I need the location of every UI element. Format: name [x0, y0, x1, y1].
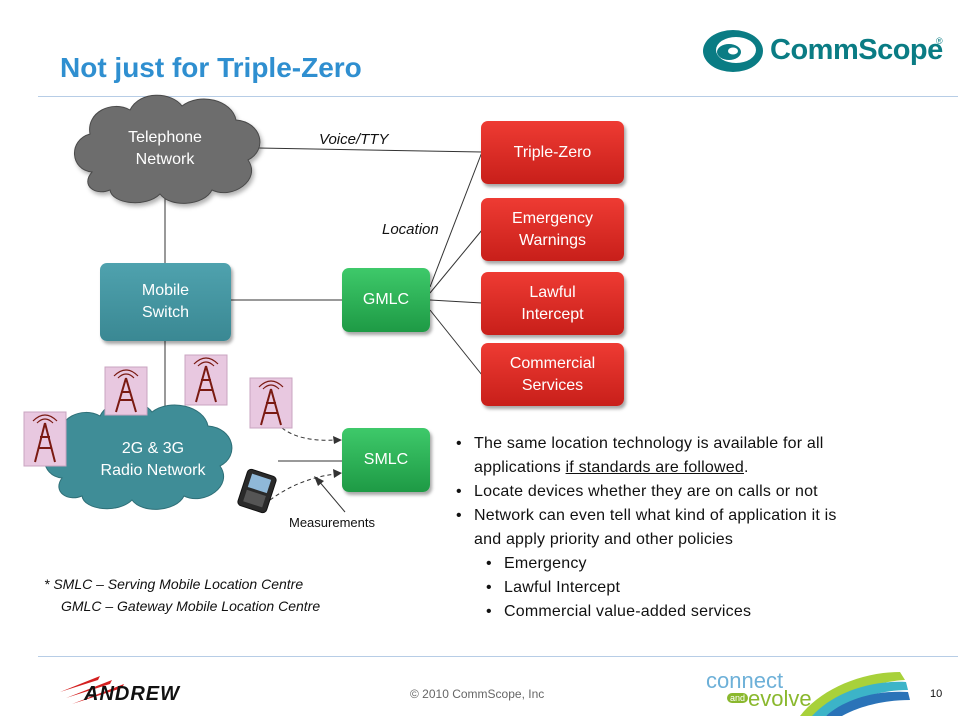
mobile-switch-node: Mobile Switch	[100, 263, 231, 341]
cell-tower-icon	[184, 354, 228, 406]
sub-bullet-item: •Commercial value-added services	[486, 603, 752, 620]
bullet-item-continuation: applications if standards are followed.	[474, 456, 954, 480]
smlc-node: SMLC	[342, 428, 430, 492]
gmlc-label: GMLC	[362, 291, 410, 308]
emergency-warnings-node: Emergency Warnings	[481, 198, 624, 261]
voice-tty-label: Voice/TTY	[319, 131, 389, 148]
gmlc-emergency-line	[429, 229, 483, 294]
connect-text: connect	[706, 668, 784, 693]
sub-bullet-text: Lawful Intercept	[504, 579, 621, 596]
footer-divider	[38, 656, 958, 657]
emergency-warnings-label: Emergency Warnings	[512, 209, 593, 249]
commercial-services-node: Commercial Services	[481, 343, 624, 406]
gmlc-node: GMLC	[342, 268, 430, 332]
bullet-text: .	[743, 459, 749, 476]
bullet-text: Network can even tell what kind of appli…	[474, 507, 837, 524]
mobile-phone-icon	[237, 468, 277, 514]
measurements-label: Measurements	[289, 515, 375, 530]
footnote-line: GMLC – Gateway Mobile Location Centre	[61, 598, 321, 614]
commscope-logo: CommScope ®	[700, 26, 945, 76]
triple-zero-label: Triple-Zero	[513, 143, 592, 161]
commscope-wordmark: CommScope	[770, 34, 943, 66]
commercial-services-label: Commercial Services	[509, 354, 596, 394]
evolve-text: evolve	[748, 686, 812, 711]
bullet-item: •Network can even tell what kind of appl…	[456, 507, 837, 524]
lawful-intercept-label: Lawful Intercept	[521, 283, 584, 323]
andrew-wordmark: ANDREW	[84, 683, 180, 705]
bullet-text: applications	[474, 459, 566, 476]
radio-network-cloud	[44, 400, 233, 510]
andrew-logo-mark	[60, 676, 124, 704]
copyright-text: © 2010 CommScope, Inc	[410, 687, 545, 701]
footnote: * SMLC – Serving Mobile Location Centre …	[44, 573, 320, 617]
tower-smlc-dashed-arrow	[281, 427, 337, 441]
triple-zero-node: Triple-Zero	[481, 121, 624, 184]
cell-tower-icon	[104, 366, 148, 416]
gmlc-triple-line	[429, 151, 483, 288]
and-text: and	[727, 693, 749, 703]
bullet-text: The same location technology is availabl…	[474, 435, 824, 452]
page-number: 10	[930, 688, 943, 700]
sub-bullet-text: Commercial value-added services	[504, 603, 752, 620]
footnote-line: * SMLC – Serving Mobile Location Centre	[44, 576, 304, 592]
gmlc-commercial-line	[429, 309, 483, 376]
bullet-item: •Locate devices whether they are on call…	[456, 483, 818, 500]
voice-line	[257, 147, 483, 153]
smlc-label: SMLC	[363, 451, 409, 468]
bullet-list: •The same location technology is availab…	[456, 432, 954, 624]
bullet-text: Locate devices whether they are on calls…	[474, 483, 818, 500]
connect-evolve-graphic	[800, 672, 910, 716]
cell-tower-icon	[249, 377, 293, 429]
commscope-swirl-icon	[703, 30, 763, 72]
cell-tower-icon	[23, 411, 67, 467]
registered-mark: ®	[936, 36, 943, 46]
measurements-arrow	[317, 479, 346, 513]
sub-bullet-text: Emergency	[504, 555, 587, 572]
mobile-switch-label: Mobile Switch	[141, 282, 190, 321]
page-title: Not just for Triple-Zero	[60, 52, 362, 83]
location-label: Location	[382, 221, 439, 238]
bullet-item: •The same location technology is availab…	[456, 435, 824, 452]
radio-network-label-line2: Radio Network	[100, 462, 206, 479]
gmlc-lawful-line	[429, 299, 483, 304]
lawful-intercept-node: Lawful Intercept	[481, 272, 624, 335]
bullet-item-continuation: and apply priority and other policies	[474, 528, 954, 552]
title-divider	[38, 96, 958, 97]
radio-network-label-line1: 2G & 3G	[121, 440, 185, 457]
phone-smlc-dashed-arrow	[269, 473, 337, 501]
telephone-network-cloud	[74, 94, 261, 204]
bullet-text: and apply priority and other policies	[474, 531, 734, 548]
sub-bullet-item: •Lawful Intercept	[486, 579, 621, 596]
telephone-network-label: Telephone Network	[128, 129, 202, 168]
sub-bullet-item: •Emergency	[486, 555, 587, 572]
underlined-text: if standards are followed	[565, 459, 744, 476]
